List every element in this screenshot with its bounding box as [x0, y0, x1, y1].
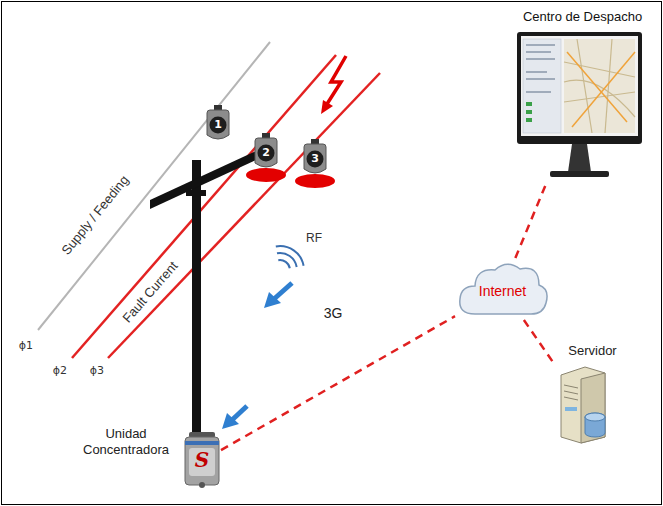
cloud-label: Internet: [455, 282, 550, 300]
signal-arrow: [264, 283, 292, 308]
fault-glow: [295, 174, 335, 188]
rf-waves: [276, 246, 304, 268]
server-node: Servidor: [555, 365, 610, 445]
callout-number: 2: [252, 144, 280, 162]
text-holder: 1: [204, 116, 232, 134]
callout-number: 3: [301, 150, 329, 168]
text-holder: Internet: [455, 282, 550, 300]
dispatch-monitor: Centro de Despacho: [512, 8, 653, 184]
link-label: 3G: [322, 305, 345, 321]
text-holder: Unidad Concentradora: [75, 426, 177, 458]
phase-line: [38, 42, 270, 330]
network-link: [515, 184, 546, 258]
text-holder: 3: [301, 150, 329, 168]
lightning-bolt: [327, 56, 346, 104]
line-label: Supply / Feeding: [58, 172, 131, 257]
crossarm: [150, 151, 256, 209]
network-link: [524, 320, 555, 365]
phase-line: [72, 55, 336, 358]
phase-label: ϕ1: [19, 339, 33, 352]
phase-label: ϕ2: [53, 364, 67, 377]
phase-line: [108, 73, 380, 358]
line-label: Fault Current: [119, 258, 180, 325]
server: [555, 365, 610, 445]
phase-label: ϕ3: [90, 364, 104, 377]
device-label: Unidad Concentradora: [75, 426, 177, 458]
fault-indicator: 2: [252, 133, 280, 171]
callout-number: 1: [204, 116, 232, 134]
logo-letter: S: [195, 448, 209, 472]
monitor: [517, 32, 642, 182]
fault-indicator: 1: [204, 105, 232, 143]
rf-label: RF: [306, 231, 322, 245]
signal-arrow: [222, 406, 247, 429]
network-link: [221, 316, 455, 450]
lightning-head: [321, 100, 333, 114]
monitor-title: Centro de Despacho: [512, 8, 653, 26]
text-holder: 2: [252, 144, 280, 162]
text-holder: Centro de Despacho: [512, 8, 653, 26]
fault-glow: [246, 168, 286, 182]
brace: [186, 190, 206, 196]
internet-cloud: Internet: [455, 258, 550, 320]
server-label: Servidor: [555, 343, 630, 359]
fault-indicator: 3: [301, 139, 329, 177]
text-holder: Servidor: [555, 343, 630, 359]
